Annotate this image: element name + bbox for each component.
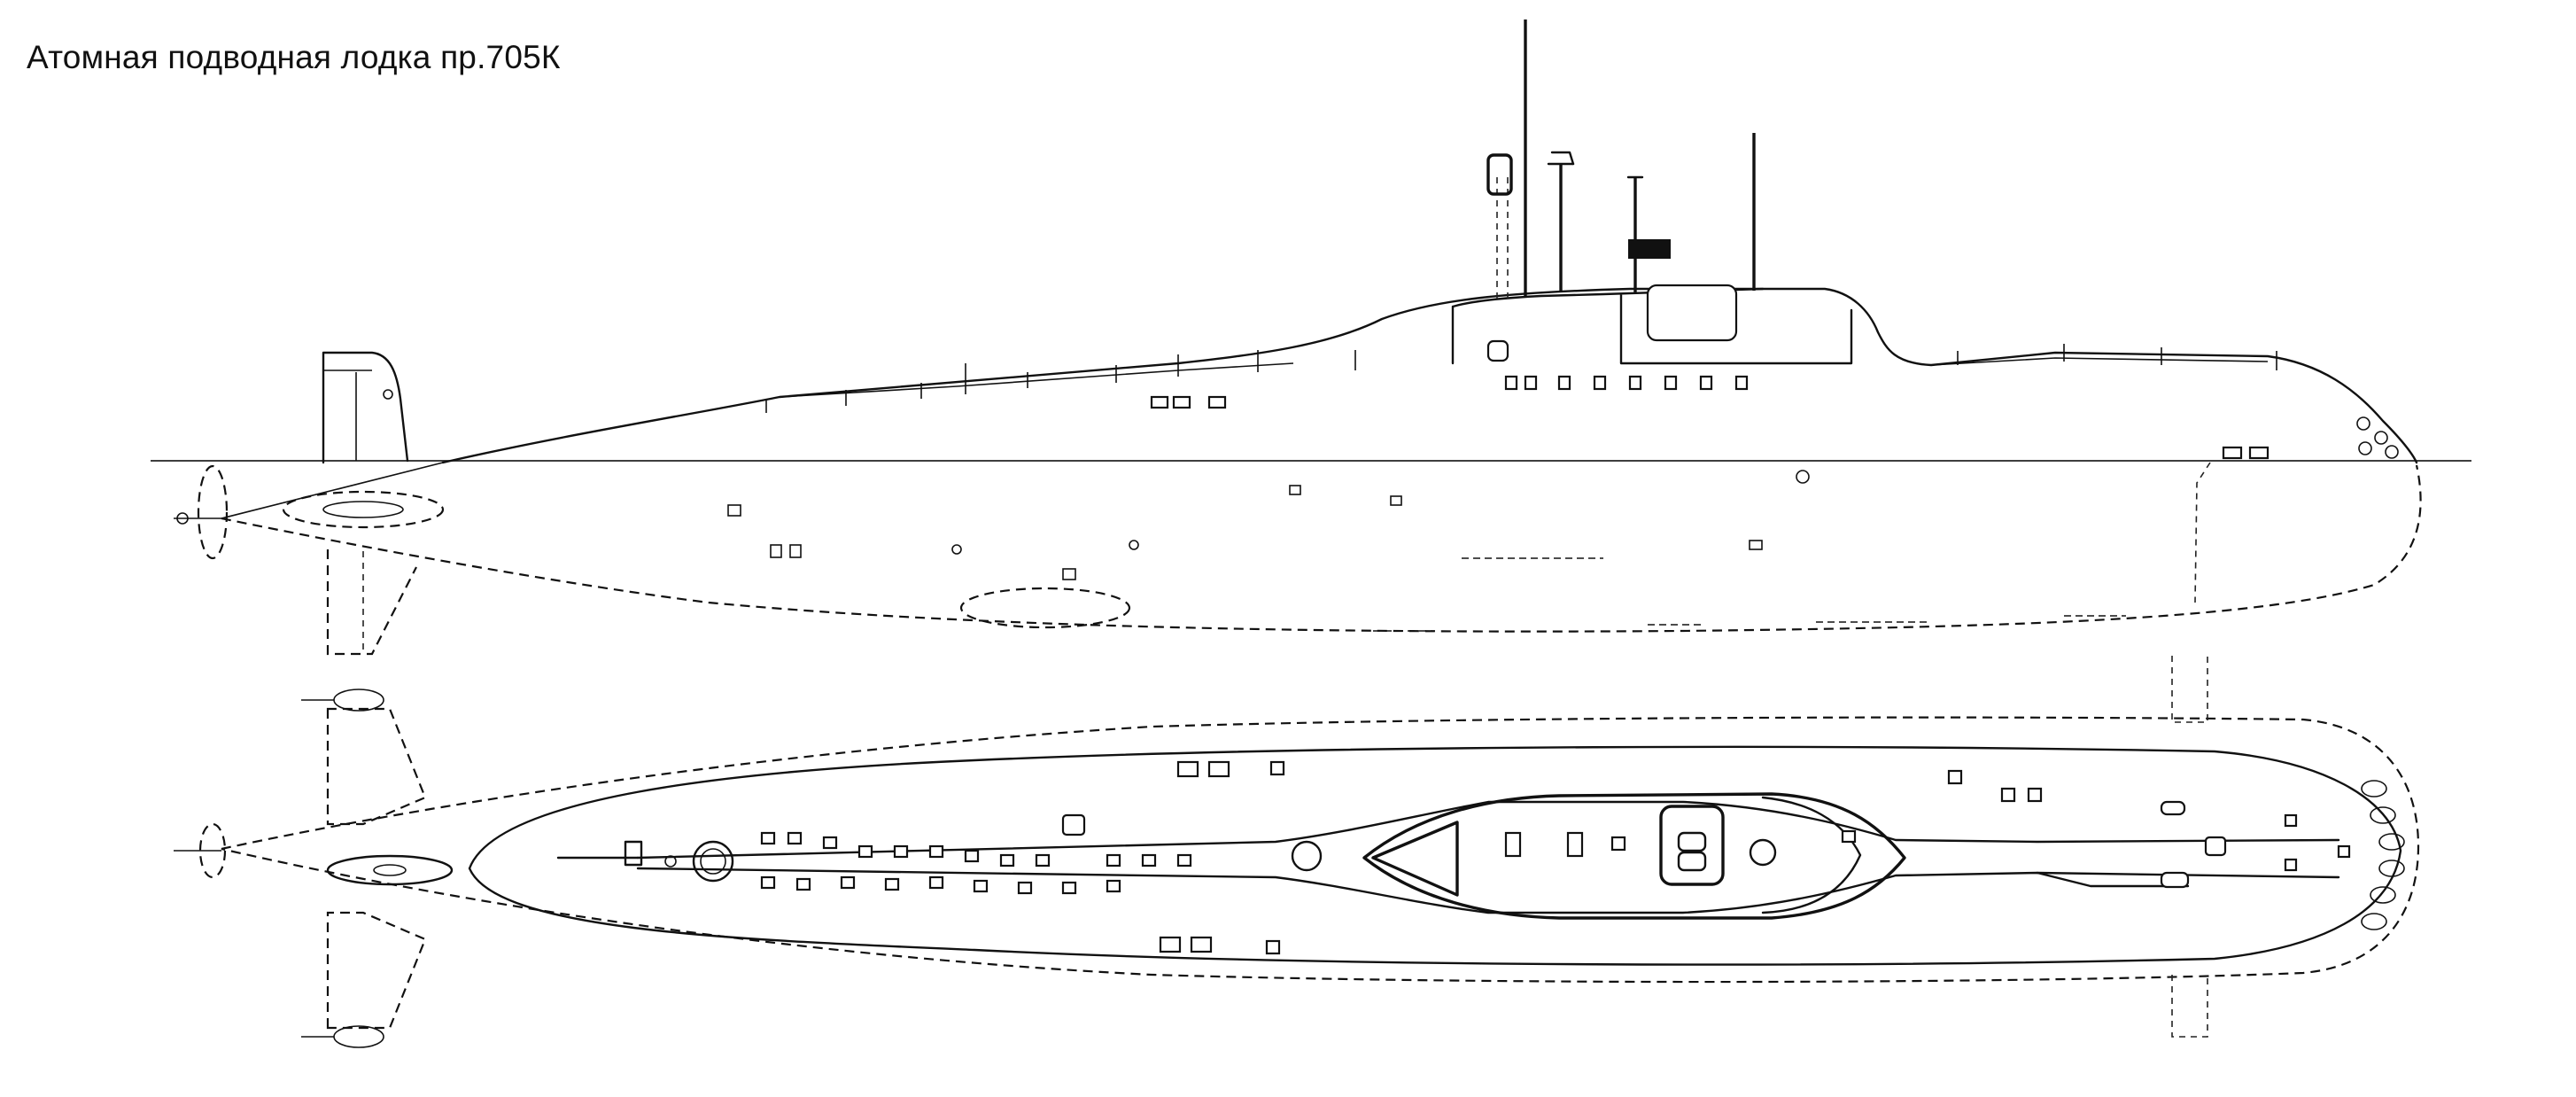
hull-fittings-upper: [1150, 375, 2270, 460]
plan-centerline-casing: [636, 800, 2340, 914]
conning-tower: [1451, 287, 1853, 365]
stern-rudder: [322, 351, 409, 464]
propeller: [197, 464, 229, 560]
keel-detail: [959, 587, 1131, 629]
sail-door: [1486, 339, 1509, 362]
plan-fittings: [624, 760, 2351, 955]
drawing-title: Атомная подводная лодка пр.705К: [27, 39, 561, 75]
lower-rudder: [326, 549, 417, 656]
hull-lower-outline: [221, 464, 2422, 633]
top-plan-view: [174, 656, 2420, 1048]
plan-sail-fairing: [1371, 821, 1459, 897]
plan-deck-outline: [468, 745, 2402, 966]
side-profile-view: [151, 19, 2471, 656]
plan-bow-tubes: [2361, 780, 2405, 930]
plan-stern: [174, 689, 454, 1048]
bow-torpedo-tubes: [2356, 416, 2399, 459]
sail-hatch: [1646, 284, 1738, 342]
plan-hull-outer: [221, 716, 2420, 984]
stern-plane-stab: [282, 490, 445, 529]
plan-hatch: [1659, 805, 1725, 886]
bow-keel: [2194, 462, 2211, 603]
masts: [1486, 19, 1756, 300]
hull-upper-outline: [441, 287, 2418, 464]
plan-bow-planes: [2171, 656, 2208, 1038]
plan-deck-boxes: [760, 831, 1626, 895]
rail-stanchions: [765, 344, 2277, 413]
hull-markings: [727, 470, 2126, 632]
stern-cone: [221, 462, 444, 519]
deck-rail: [779, 357, 2269, 398]
plan-sail: [1362, 792, 1906, 920]
